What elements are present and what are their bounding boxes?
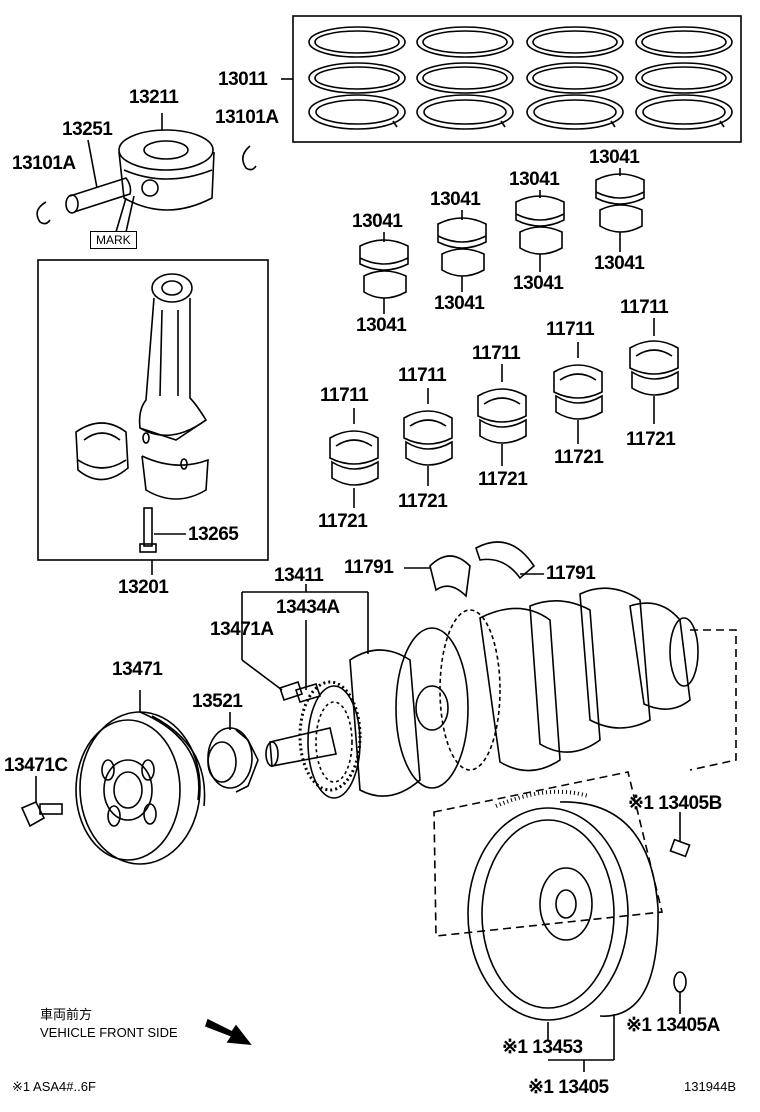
piston (118, 113, 215, 211)
label-13471: 13471 (112, 659, 163, 680)
label-11711-3: 11711 (472, 343, 521, 364)
label-11711-5: 11711 (620, 297, 669, 318)
label-11721-2: 11721 (398, 491, 448, 512)
label-13265: 13265 (188, 524, 239, 545)
label-13411: 13411 (274, 565, 324, 586)
connecting-rod-box (37, 259, 269, 561)
connecting-rod (138, 273, 209, 500)
thrust-washer-left (429, 555, 471, 598)
crankshaft-main-bearings (329, 340, 679, 486)
label-13471a: 13471A (210, 619, 274, 640)
label-13101a-left: 13101A (12, 153, 76, 174)
rod-bolt (139, 507, 157, 553)
label-11791-right: 11791 (546, 563, 596, 584)
label-13041-7: 13041 (589, 147, 640, 168)
piston-ring-sets (308, 26, 733, 130)
flywheel-dashed-outline (433, 771, 663, 937)
label-13471c: 13471C (4, 755, 68, 776)
label-13434a: 13434A (276, 597, 340, 618)
label-13011: 13011 (218, 69, 268, 90)
label-13041-5: 13041 (509, 169, 560, 190)
label-13041-4: 13041 (434, 293, 485, 314)
label-13453: ※1 13453 (502, 1037, 583, 1058)
label-11721-4: 11721 (554, 447, 604, 468)
vehicle-front-en: VEHICLE FRONT SIDE (40, 1025, 178, 1040)
crankshaft-bearings-upper (359, 173, 645, 299)
label-11711-1: 11711 (320, 385, 369, 406)
footnote: ※1 ASA4#..6F (12, 1079, 96, 1094)
label-11711-2: 11711 (398, 365, 447, 386)
label-13201: 13201 (118, 577, 169, 598)
vehicle-front-arrow-icon (204, 1018, 252, 1045)
snap-ring-left (36, 201, 51, 225)
label-13405: ※1 13405 (528, 1077, 609, 1098)
label-13041-1: 13041 (352, 211, 403, 232)
label-13405b: ※1 13405B (628, 793, 722, 814)
label-13101a-right: 13101A (215, 107, 279, 128)
label-11711-4: 11711 (546, 319, 595, 340)
label-13041-2: 13041 (356, 315, 407, 336)
drawing-id: 131944B (684, 1079, 737, 1094)
label-13521: 13521 (192, 691, 243, 712)
label-11721-3: 11721 (478, 469, 528, 490)
drive-plate-bolt (669, 838, 691, 858)
label-13041-3: 13041 (430, 189, 481, 210)
mark-label: MARK (90, 231, 137, 249)
rod-bearing (75, 422, 129, 481)
label-11721-5: 11721 (626, 429, 676, 450)
label-13041-6: 13041 (513, 273, 564, 294)
crankshaft-position-sensor-plate (207, 727, 259, 793)
pulley-bolt (20, 800, 63, 828)
dowel-pin (673, 971, 687, 993)
snap-ring-right (242, 145, 257, 171)
crankshaft-timing-gear (298, 680, 362, 792)
label-13251: 13251 (62, 119, 113, 140)
crankshaft-key (278, 680, 322, 703)
thrust-washer-right (475, 541, 536, 580)
drive-plate (467, 789, 659, 1021)
piston-pin (65, 139, 132, 214)
label-13405a: ※1 13405A (626, 1015, 720, 1036)
crankshaft (265, 587, 737, 799)
vehicle-front-jp: 車両前方 (40, 1007, 93, 1022)
label-13211: 13211 (129, 87, 179, 108)
crankshaft-pulley (75, 711, 206, 865)
label-13041-8: 13041 (594, 253, 645, 274)
label-11721-1: 11721 (318, 511, 368, 532)
label-11791-left: 11791 (344, 557, 394, 578)
